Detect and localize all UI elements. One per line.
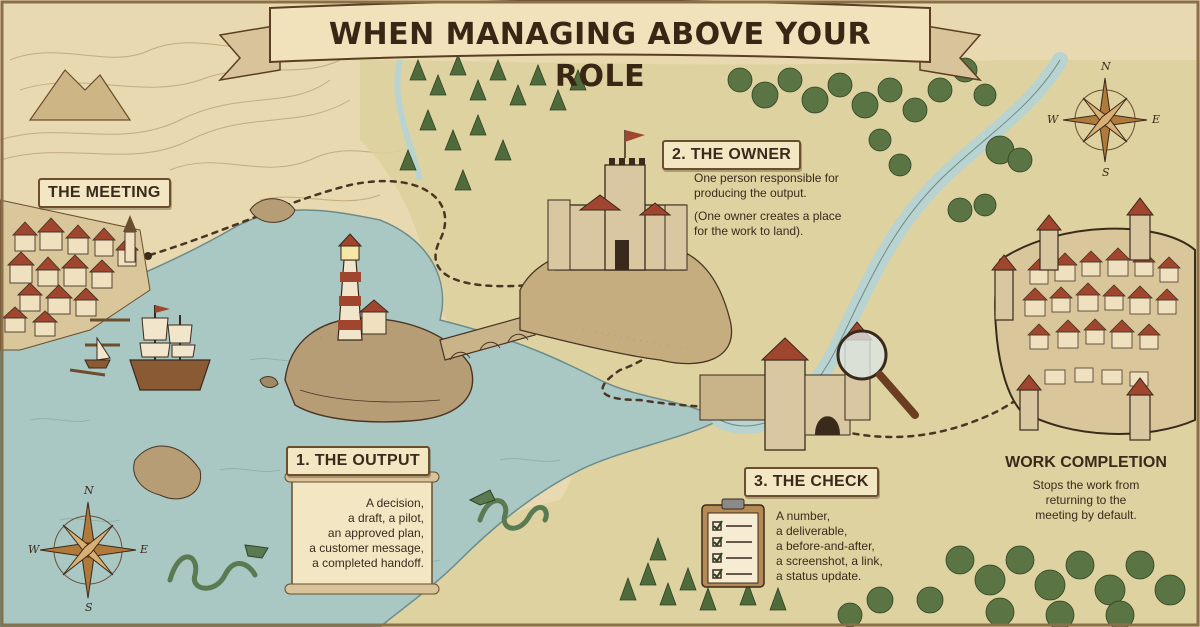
rock: [259, 376, 279, 388]
compass-rose-icon: [39, 501, 137, 599]
check-item: a screenshot, a link,: [776, 554, 883, 568]
sailboat-icon: [84, 336, 111, 369]
sea-serpent-heads: [244, 489, 496, 559]
label-the-meeting: THE MEETING: [38, 178, 171, 208]
compass-e: E: [1152, 113, 1161, 126]
map-title: WHEN MANAGING ABOVE YOUR ROLE: [328, 17, 872, 94]
output-item: an approved plan,: [327, 526, 424, 540]
rock-islet: [249, 198, 296, 223]
check-item: a status update.: [776, 569, 862, 583]
rock-islet: [133, 445, 202, 500]
sea-serpent-icon: [167, 498, 549, 591]
forest-northeast: [727, 57, 1033, 223]
compass-e: E: [140, 543, 149, 556]
owner-note: (One owner creates a place for the work …: [694, 209, 874, 239]
compass-n: N: [1101, 60, 1111, 73]
check-item: a before-and-after,: [776, 539, 875, 553]
bridge-icon: [439, 314, 536, 361]
compass-s: S: [1102, 166, 1110, 179]
stream: [394, 59, 423, 181]
check-items: A number, a deliverable, a before-and-af…: [776, 509, 926, 584]
town-icon: [0, 199, 151, 377]
forest-southeast: [837, 545, 1186, 627]
owner-description-line: One person responsible for: [694, 171, 839, 185]
magnifying-glass-icon: [836, 329, 919, 419]
label-work-completion: WORK COMPLETION: [1005, 454, 1167, 471]
castle-hill: [519, 243, 733, 365]
owner-description-line: producing the output.: [694, 186, 807, 200]
compass-w: W: [1047, 113, 1059, 126]
output-item: a completed handoff.: [312, 556, 424, 570]
label-the-check: 3. THE CHECK: [744, 467, 879, 497]
compass-w: W: [28, 543, 40, 556]
lighthouse-icon: [337, 233, 390, 341]
label-the-owner: 2. THE OWNER: [662, 140, 802, 170]
compass-rose-icon: [1062, 77, 1148, 163]
owner-description: One person responsible for producing the…: [694, 171, 874, 201]
output-item: a customer message,: [309, 541, 424, 555]
completion-line: returning to the: [1045, 493, 1127, 507]
label-the-output: 1. THE OUTPUT: [286, 446, 430, 476]
output-items: A decision, a draft, a pilot, an approve…: [296, 496, 424, 571]
check-item: A number,: [776, 509, 831, 523]
output-item: A decision,: [365, 496, 424, 510]
owner-note-line: for the work to land).: [694, 224, 804, 238]
compass-n: N: [84, 484, 94, 497]
completion-line: Stops the work from: [1032, 478, 1140, 492]
walled-city-icon: [990, 197, 1196, 441]
clipboard-checklist-icon: [701, 498, 765, 588]
check-item: a deliverable,: [776, 524, 848, 538]
castle-icon: [547, 130, 688, 271]
completion-description: Stops the work from returning to the mee…: [1006, 478, 1166, 523]
mountain-icon: [28, 69, 132, 121]
compass-s: S: [85, 601, 93, 614]
owner-note-line: (One owner creates a place: [694, 209, 842, 223]
forest-south: [619, 536, 787, 611]
completion-line: meeting by default.: [1035, 508, 1137, 522]
path-start-dot: [144, 252, 152, 260]
ship-icon: [129, 305, 211, 391]
output-item: a draft, a pilot,: [347, 511, 424, 525]
forest-north: [399, 53, 587, 191]
